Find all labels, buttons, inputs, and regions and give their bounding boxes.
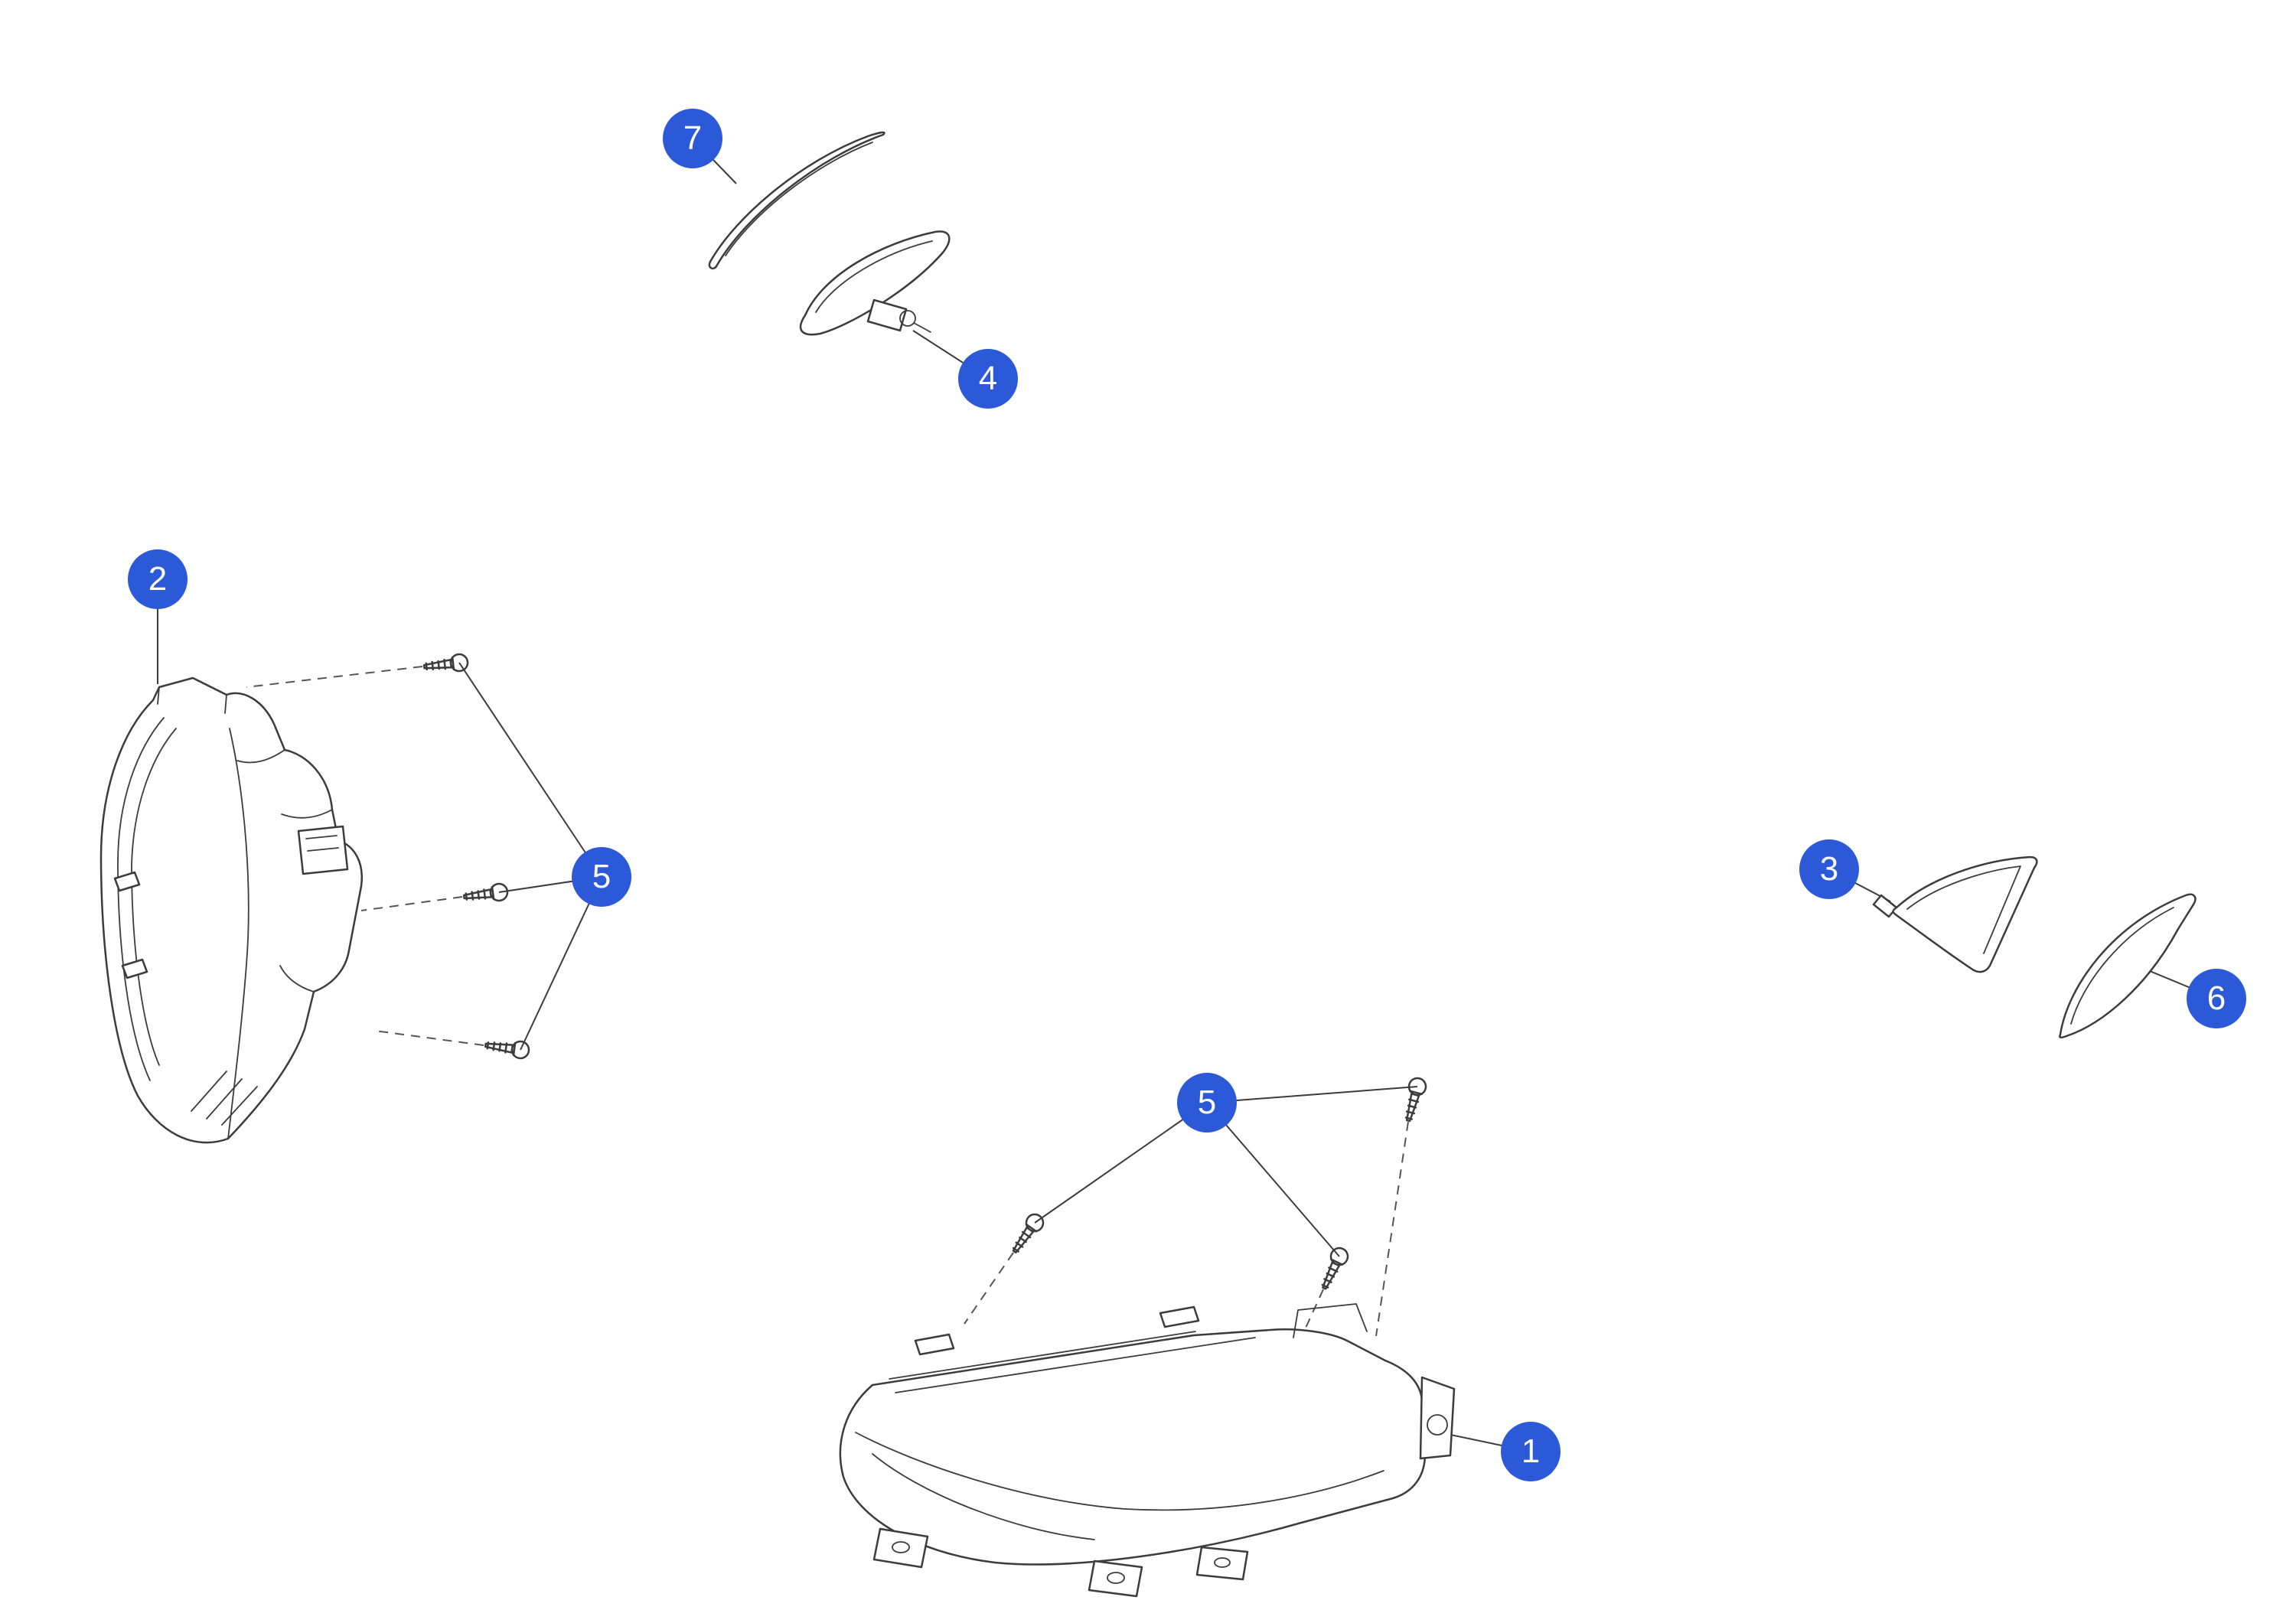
part-screws-headlamp[interactable]: [422, 652, 531, 1061]
reflector-slat-1: [889, 1331, 1196, 1380]
callout-7-label: 7: [683, 119, 703, 157]
screw-5: [1316, 1244, 1352, 1293]
part-headlamp-assembly[interactable]: [99, 676, 363, 1144]
mount-foot-3: [1195, 1546, 1249, 1581]
callout-3[interactable]: 3: [1799, 839, 1859, 899]
part-fender-applique[interactable]: [708, 131, 885, 270]
callout-5-foglamp-label: 5: [1197, 1084, 1217, 1121]
housing-contour: [227, 728, 249, 1139]
bulb-socket: [866, 298, 908, 332]
screw-6: [1399, 1075, 1429, 1124]
clip-tab-2: [121, 958, 148, 979]
callout-1[interactable]: 1: [1501, 1422, 1561, 1481]
part-side-marker-lamp[interactable]: [1872, 855, 2038, 973]
leader-callout-5b-s2: [1034, 1102, 1208, 1224]
top-box: [1293, 1303, 1368, 1338]
dash-headlamp-s2: [360, 896, 463, 911]
callout-4[interactable]: 4: [958, 349, 1018, 409]
screw-alignment-lines: [246, 666, 1409, 1352]
lens-front-contour: [855, 1432, 1384, 1511]
leader-callout-5a-s3: [520, 876, 602, 1051]
screw-2: [461, 882, 510, 907]
clip-tab-1: [113, 871, 141, 892]
dash-foglamp-s3: [1375, 1121, 1409, 1337]
mount-foot-2: [1088, 1559, 1143, 1598]
leader-callout-5b-s3: [1206, 1102, 1340, 1257]
callout-5-headlamp-label: 5: [592, 858, 612, 895]
part-side-repeater-lamp[interactable]: [799, 230, 951, 336]
callout-6-label: 6: [2206, 979, 2226, 1017]
marker-connector: [1872, 894, 1898, 918]
screw-1: [422, 652, 470, 676]
leader-lines: [157, 138, 2217, 1452]
dash-foglamp-s1: [964, 1252, 1014, 1325]
callout-5-headlamp[interactable]: 5: [572, 847, 631, 907]
lens-contour-2: [131, 728, 177, 1066]
screw-4: [1006, 1210, 1048, 1258]
leader-callout-5a-s1: [458, 662, 602, 878]
dash-headlamp-s1: [246, 666, 423, 688]
top-clip-1: [914, 1333, 955, 1356]
part-fog-lamp-assembly[interactable]: [839, 1303, 1456, 1598]
callout-3-label: 3: [1819, 850, 1839, 888]
connector-box: [297, 825, 349, 875]
callout-2-label: 2: [148, 560, 168, 598]
leader-callout-5b-s1: [1206, 1086, 1418, 1103]
lens-contour-1: [117, 717, 165, 1081]
side-bracket: [1419, 1376, 1456, 1460]
callout-2[interactable]: 2: [128, 549, 188, 609]
top-clip-2: [1159, 1305, 1200, 1328]
callout-4-label: 4: [978, 360, 998, 397]
mount-foot-1: [872, 1527, 929, 1569]
callout-7[interactable]: 7: [663, 109, 722, 168]
reflector-slat-2: [895, 1337, 1256, 1393]
screw-3: [483, 1035, 531, 1061]
part-side-marker-trim[interactable]: [2059, 893, 2197, 1038]
callout-1-label: 1: [1521, 1432, 1541, 1470]
callout-5-foglamp[interactable]: 5: [1177, 1073, 1237, 1133]
dash-headlamp-s3: [374, 1030, 484, 1046]
callout-6[interactable]: 6: [2187, 969, 2246, 1028]
